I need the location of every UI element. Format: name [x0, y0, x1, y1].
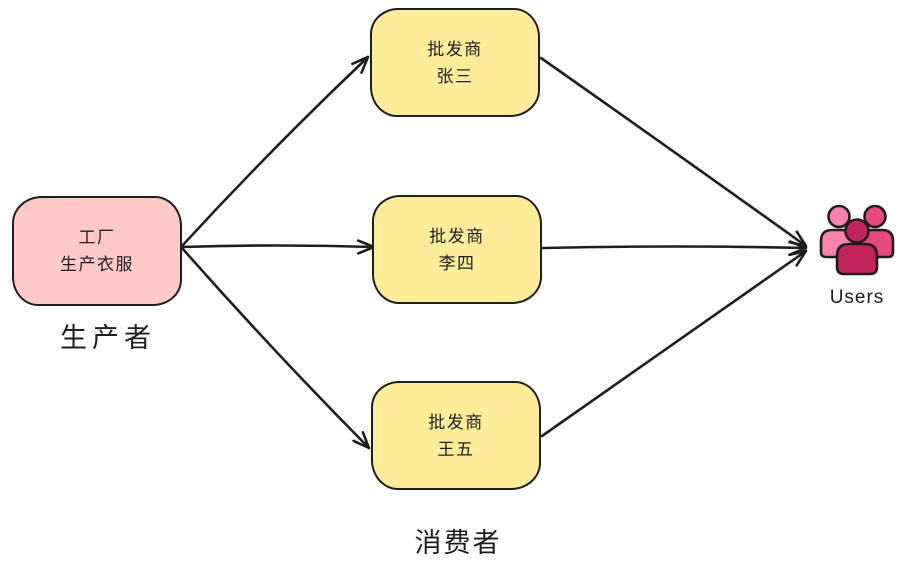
wholesaler-role: 批发商: [428, 412, 484, 432]
arrow-wholesaler-3-to-users: [540, 249, 808, 438]
wholesaler-role: 批发商: [429, 226, 485, 246]
wholesaler-box-wangwu: 批发商 王五: [371, 381, 541, 490]
wholesaler-box-zhangsan: 批发商 张三: [370, 8, 540, 117]
wholesaler-name: 李四: [438, 253, 476, 273]
arrow-producer-to-wholesaler-3: [180, 246, 371, 450]
arrow-strokes: [180, 55, 808, 450]
wholesaler-name: 王五: [437, 439, 475, 459]
arrow-wholesaler-1-to-users: [539, 56, 808, 248]
users-group: Users: [816, 204, 898, 309]
user-front-body: [835, 242, 879, 276]
users-icon: [819, 204, 895, 276]
producer-line1: 工厂: [78, 228, 116, 247]
users-label: Users: [829, 287, 885, 308]
arrow-wholesaler-2-to-users: [541, 240, 808, 256]
user-front-head: [844, 218, 870, 244]
consumers-caption: 消费者: [414, 528, 502, 558]
users-icon-shapes: [819, 204, 895, 276]
wholesaler-name: 张三: [436, 66, 474, 86]
arrow-producer-to-wholesaler-1: [180, 55, 370, 248]
wholesaler-role: 批发商: [427, 39, 483, 59]
producer-caption: 生产者: [60, 323, 156, 353]
arrow-producer-to-wholesaler-2: [180, 239, 376, 255]
producer-box: 工厂 生产衣服: [12, 196, 182, 306]
producer-line2: 生产衣服: [60, 255, 134, 274]
user-back-left-head: [827, 204, 851, 229]
user-back-right-head: [863, 204, 887, 229]
wholesaler-box-lisi: 批发商 李四: [372, 195, 542, 304]
